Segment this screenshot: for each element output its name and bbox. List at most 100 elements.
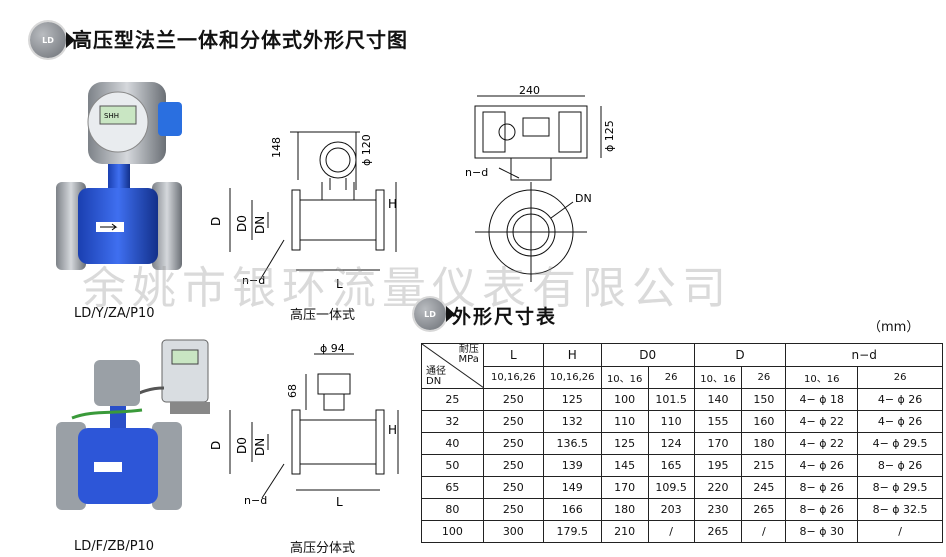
table-cell: 179.5	[542, 520, 602, 543]
dim-D0: D0	[235, 215, 249, 232]
table-cell: 25	[421, 388, 484, 411]
table-cell: 250	[482, 476, 544, 499]
dim-L-split: L	[336, 495, 343, 509]
pressure-label-top: 耐压	[458, 344, 479, 355]
subheader-H: 10,16,26	[542, 365, 602, 389]
table-cell: 160	[741, 410, 787, 433]
split-model-label: LD/F/ZB/P10	[74, 539, 155, 554]
table-cell: 4− ϕ 26	[857, 410, 943, 433]
dim-D: D	[210, 217, 223, 226]
table-cell: 155	[693, 410, 743, 433]
dim-148: 148	[270, 137, 283, 158]
subheader-D0-26: 26	[647, 365, 695, 389]
table-cell: 210	[600, 520, 649, 543]
table-cell: 32	[421, 410, 484, 433]
dim-240: 240	[519, 84, 540, 97]
dim-nd: n−d	[242, 274, 265, 287]
ld-badge: LD	[30, 22, 66, 58]
table-cell: 136.5	[542, 432, 602, 455]
table-cell: 250	[482, 388, 544, 411]
subheader-nd-26: 26	[857, 365, 943, 389]
header-L: L	[482, 343, 544, 367]
table-cell: 180	[600, 498, 649, 521]
diameter-label-top: 通径	[426, 366, 446, 377]
header-H: H	[542, 343, 602, 367]
dim-phi125: ϕ 125	[603, 120, 616, 152]
table-ld-badge: LD	[414, 298, 446, 330]
header-D: D	[693, 343, 787, 367]
table-cell: 250	[482, 410, 544, 433]
integrated-model-label: LD/Y/ZA/P10	[74, 306, 155, 321]
table-cell: 170	[693, 432, 743, 455]
table-cell: 250	[482, 498, 544, 521]
dim-H-split: H	[388, 423, 397, 437]
table-cell: 139	[542, 454, 602, 477]
table-cell: 109.5	[647, 476, 695, 499]
table-cell: 265	[741, 498, 787, 521]
split-dimension-drawing: ϕ 94 68 D D0 DN H L n−d	[210, 342, 399, 509]
subheader-nd-low: 10、16	[785, 365, 859, 389]
dim-H: H	[388, 197, 397, 211]
diagonal-line	[422, 344, 484, 388]
table-cell: 220	[693, 476, 743, 499]
table-cell: 4− ϕ 22	[785, 410, 859, 433]
table-cell: 215	[741, 454, 787, 477]
table-cell: 245	[741, 476, 787, 499]
table-cell: 4− ϕ 18	[785, 388, 859, 411]
dim-L: L	[336, 277, 343, 291]
integrated-caption: 高压一体式	[290, 308, 356, 323]
table-cell: 203	[647, 498, 695, 521]
subheader-D-26: 26	[741, 365, 787, 389]
table-cell: 65	[421, 476, 484, 499]
page-title: 高压型法兰一体和分体式外形尺寸图	[72, 28, 408, 52]
table-badge-arrow-icon	[446, 306, 455, 322]
table-cell: 124	[647, 432, 695, 455]
table-cell: 132	[542, 410, 602, 433]
table-cell: 110	[647, 410, 695, 433]
table-cell: 125	[542, 388, 602, 411]
table-cell: 4− ϕ 22	[785, 432, 859, 455]
ld-badge-text: LD	[42, 35, 54, 45]
table-cell: 100	[600, 388, 649, 411]
split-meter-photo	[56, 339, 210, 510]
table-cell: 195	[693, 454, 743, 477]
table-cell: 250	[482, 432, 544, 455]
header-D0: D0	[600, 343, 695, 367]
table-cell: 8− ϕ 32.5	[857, 498, 943, 521]
badge-arrow-icon	[66, 32, 75, 48]
table-cell: 140	[693, 388, 743, 411]
table-cell: 265	[693, 520, 743, 543]
dim-nd-split: n−d	[244, 494, 267, 507]
table-cell: 50	[421, 454, 484, 477]
table-cell: 4− ϕ 26	[857, 388, 943, 411]
table-cell: 4− ϕ 29.5	[857, 432, 943, 455]
table-cell: 170	[600, 476, 649, 499]
dim-nd-top: n−d	[465, 166, 488, 179]
table-cell: 166	[542, 498, 602, 521]
table-cell: /	[741, 520, 787, 543]
dim-D0-split: D0	[235, 437, 249, 454]
table-cell: 250	[482, 454, 544, 477]
table-ld-badge-text: LD	[424, 309, 436, 319]
remote-converter-drawing: 240 ϕ 125 n−d DN	[465, 84, 616, 282]
integrated-meter-photo: SHH	[56, 82, 182, 270]
table-cell: 101.5	[647, 388, 695, 411]
table-cell: 110	[600, 410, 649, 433]
table-cell: 149	[542, 476, 602, 499]
table-cell: 4− ϕ 26	[785, 454, 859, 477]
dim-phi94: ϕ 94	[320, 342, 345, 355]
table-cell: 8− ϕ 29.5	[857, 476, 943, 499]
dim-68: 68	[286, 384, 299, 398]
table-cell: 125	[600, 432, 649, 455]
pressure-label-unit: MPa	[458, 354, 479, 365]
